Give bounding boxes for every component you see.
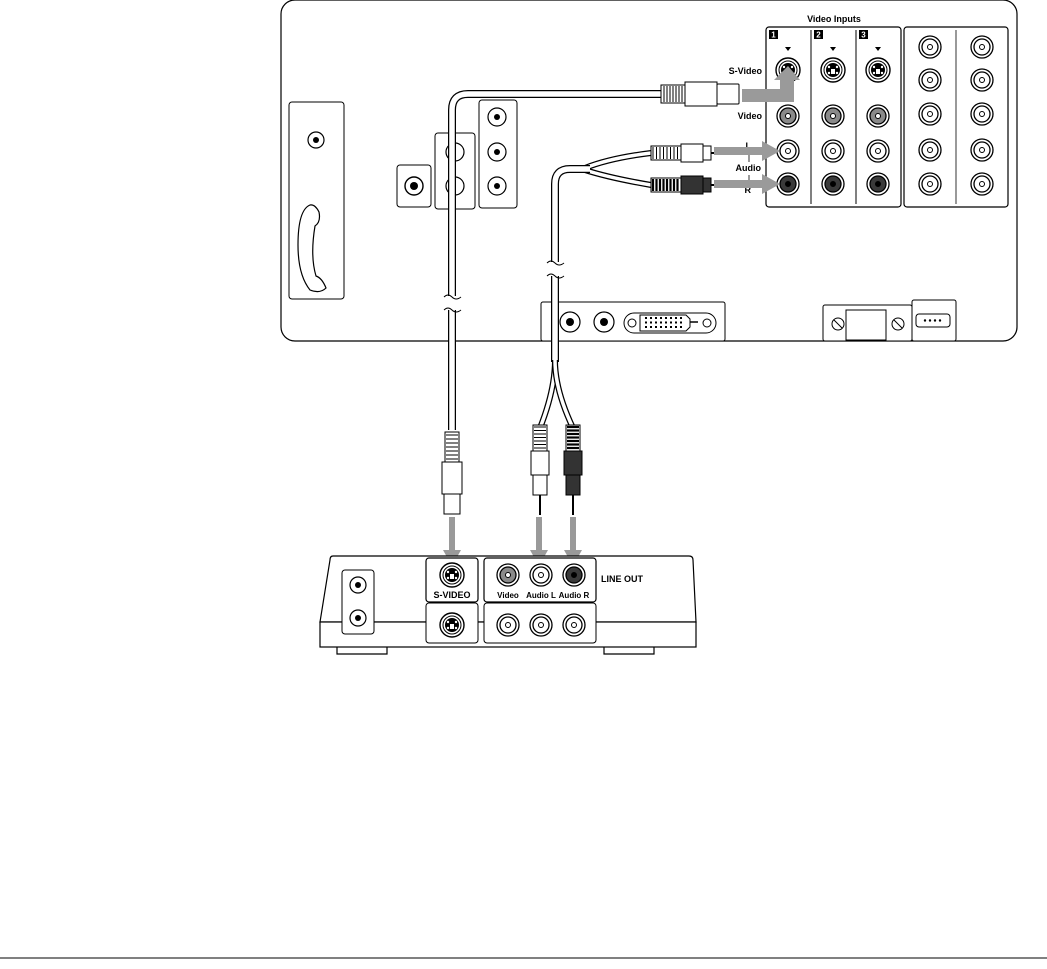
rca-plug-red-tv: [651, 176, 716, 194]
rca-plug-red-device: [564, 425, 582, 515]
tv-s-video-jack-2: [821, 58, 845, 82]
video-inputs-title: Video Inputs: [807, 14, 861, 24]
control-port-module: [823, 300, 956, 341]
component-jack-1-3: [919, 103, 941, 125]
device-lower-jack-2: [530, 614, 552, 636]
tv-audio-r-jack-1: [777, 173, 799, 195]
component-jack-2-5: [971, 173, 993, 195]
tv-audio-r-jack-2: [822, 173, 844, 195]
component-jack-1-1: [919, 36, 941, 58]
rca-plug-white-device: [531, 425, 549, 515]
device-audio-l-label: Audio L: [526, 591, 556, 600]
component-jack-grid: [904, 27, 1008, 207]
coax-module: [397, 165, 431, 207]
device-s-video-jack: [440, 563, 464, 587]
source-device: S-VIDEO Video Audio L Audio R LINE OUT: [320, 556, 696, 654]
device-lower-jack-3: [563, 614, 585, 636]
usb-port-icon: [916, 314, 950, 327]
tv-audio-r-jack-3: [867, 173, 889, 195]
component-jack-2-1: [971, 36, 993, 58]
s-video-plug-device: [442, 462, 462, 494]
tv-video-jack-2: [822, 105, 844, 127]
component-jack-1-5: [919, 173, 941, 195]
audio-row-label: Audio: [736, 163, 762, 173]
line-out-label: LINE OUT: [601, 574, 644, 584]
device-s-video-label: S-VIDEO: [433, 590, 470, 600]
tv-audio-l-jack-1: [777, 140, 799, 162]
tv-s-video-jack-3: [866, 58, 890, 82]
rca-plug-white-tv: [651, 144, 716, 162]
aux-jack-column-2: [479, 100, 517, 208]
tv-video-jack-1: [777, 105, 799, 127]
device-audio-r-jack: [563, 564, 585, 586]
dvi-module: [541, 302, 725, 341]
device-audio-l-jack: [530, 564, 552, 586]
tv-rear-panel: Video Inputs 1 2 3 S-Video Video L Audio…: [281, 0, 1017, 341]
device-audio-r-label: Audio R: [559, 591, 590, 600]
video-inputs-block: Video Inputs 1 2 3: [766, 14, 901, 207]
component-jack-2-3: [971, 103, 993, 125]
svg-text:3: 3: [861, 31, 866, 40]
component-jack-2-4: [971, 139, 993, 161]
tv-video-jack-3: [867, 105, 889, 127]
video-row-label: Video: [738, 111, 763, 121]
component-jack-2-2: [971, 69, 993, 91]
component-jack-1-4: [919, 139, 941, 161]
device-lower-jack-1: [497, 614, 519, 636]
device-s-video-jack-2: [440, 613, 464, 637]
tv-audio-l-jack-2: [822, 140, 844, 162]
svg-text:1: 1: [771, 31, 776, 40]
device-video-jack: [497, 564, 519, 586]
tv-audio-l-jack-3: [867, 140, 889, 162]
svg-text:2: 2: [816, 31, 821, 40]
device-video-label: Video: [497, 591, 519, 600]
component-jack-1-2: [919, 69, 941, 91]
antenna-module: [289, 102, 344, 299]
s-video-row-label: S-Video: [729, 66, 763, 76]
